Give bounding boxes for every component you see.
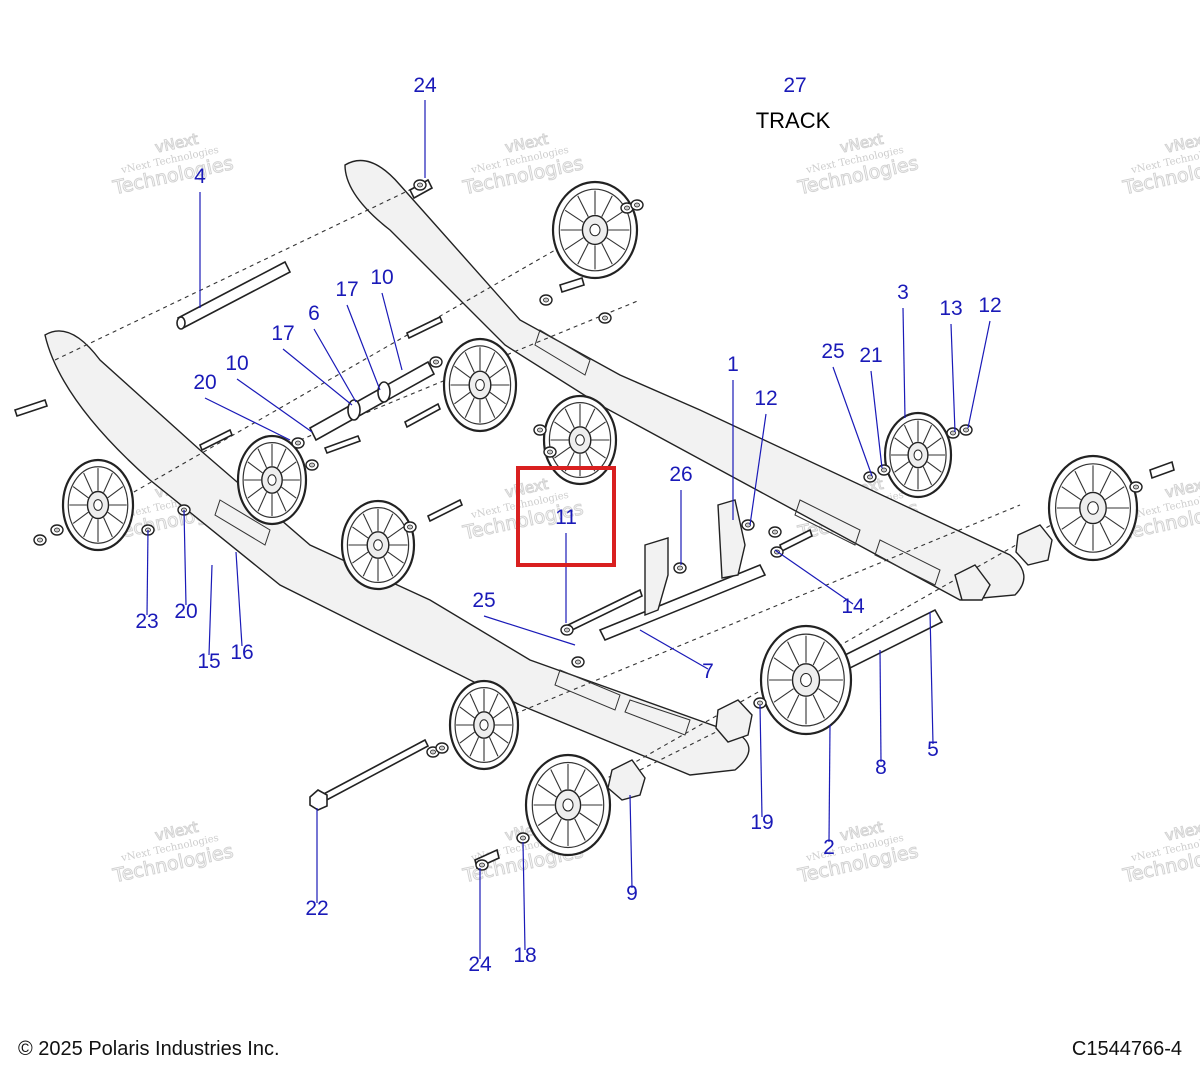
callout-15: 15 xyxy=(197,650,220,673)
washer-nut xyxy=(33,534,47,546)
callout-16: 16 xyxy=(230,641,253,664)
washer-nut xyxy=(435,742,449,754)
callout-6: 6 xyxy=(308,302,320,325)
callout-12: 12 xyxy=(754,387,777,410)
callout-10: 10 xyxy=(225,352,248,375)
washer-nut xyxy=(305,459,319,471)
washer-nut xyxy=(946,427,960,439)
callout-13: 13 xyxy=(939,297,962,320)
idler-wheel xyxy=(236,434,308,526)
callout-17: 17 xyxy=(271,322,294,345)
idler-wheel xyxy=(883,411,953,499)
callout-5: 5 xyxy=(927,738,939,761)
callout-20: 20 xyxy=(174,600,197,623)
lower-rail xyxy=(44,330,750,776)
washer-nut xyxy=(598,312,612,324)
washer-nut xyxy=(533,424,547,436)
callout-23: 23 xyxy=(135,610,158,633)
washer-nut xyxy=(539,294,553,306)
washer-nut xyxy=(560,624,574,636)
callout-11: 11 xyxy=(555,506,577,529)
callout-25: 25 xyxy=(821,340,844,363)
idler-wheels xyxy=(61,180,1139,857)
idler-wheel xyxy=(340,499,416,591)
callout-18: 18 xyxy=(513,944,536,967)
callout-3: 3 xyxy=(897,281,909,304)
callout-10: 10 xyxy=(370,266,393,289)
callout-14: 14 xyxy=(841,595,865,618)
callout-24: 24 xyxy=(468,953,492,976)
washer-nut xyxy=(959,424,973,436)
washer-nut xyxy=(475,859,489,871)
callout-24: 24 xyxy=(413,74,437,97)
washer-nut xyxy=(1129,481,1143,493)
rail-cutouts xyxy=(214,329,941,736)
callout-1: 1 xyxy=(727,353,739,376)
idler-wheel xyxy=(759,624,853,736)
callout-7: 7 xyxy=(702,660,714,683)
idler-wheel xyxy=(1047,454,1139,562)
callout-2: 2 xyxy=(823,836,835,859)
washer-nut xyxy=(543,446,557,458)
washer-nut xyxy=(753,697,767,709)
idler-wheel xyxy=(524,753,612,857)
washer-nut xyxy=(571,656,585,668)
callout-20: 20 xyxy=(193,371,216,394)
washer-nut xyxy=(863,471,877,483)
washer-nut xyxy=(413,179,427,191)
washer-nut xyxy=(50,524,64,536)
leader-lines xyxy=(146,100,991,959)
idler-wheel xyxy=(542,394,618,486)
callout-track-number: 27 xyxy=(783,74,806,97)
washer-nut xyxy=(403,521,417,533)
washer-nut xyxy=(516,832,530,844)
copyright-notice: © 2025 Polaris Industries Inc. xyxy=(18,1038,280,1060)
idler-wheel xyxy=(442,337,518,433)
callout-22: 22 xyxy=(305,897,328,920)
highlight-box xyxy=(516,466,616,567)
washer-nut xyxy=(673,562,687,574)
washer-nut xyxy=(741,519,755,531)
washer-nut xyxy=(141,524,155,536)
idler-wheel xyxy=(551,180,639,280)
figure-id: C1544766-4 xyxy=(1071,1038,1182,1060)
washer-nut xyxy=(877,464,891,476)
callout-19: 19 xyxy=(750,811,773,834)
callout-12: 12 xyxy=(978,294,1001,317)
callout-25: 25 xyxy=(472,589,495,612)
shafts xyxy=(13,178,1175,870)
scissor-brackets xyxy=(644,499,746,617)
end-caps xyxy=(607,524,1053,801)
washer-nut xyxy=(768,526,782,538)
hardware-parts xyxy=(33,179,1143,871)
idler-wheel xyxy=(448,679,520,771)
callout-9: 9 xyxy=(626,882,638,905)
washer-nut xyxy=(429,356,443,368)
callout-21: 21 xyxy=(859,344,882,367)
track-label: TRACK xyxy=(756,108,831,133)
upper-rail xyxy=(344,159,1025,601)
callout-4: 4 xyxy=(194,165,206,188)
callout-26: 26 xyxy=(669,463,692,486)
callout-8: 8 xyxy=(875,756,887,779)
callout-17: 17 xyxy=(335,278,358,301)
idler-wheel xyxy=(61,458,135,552)
washer-nut xyxy=(291,437,305,449)
washer-nut xyxy=(630,199,644,211)
